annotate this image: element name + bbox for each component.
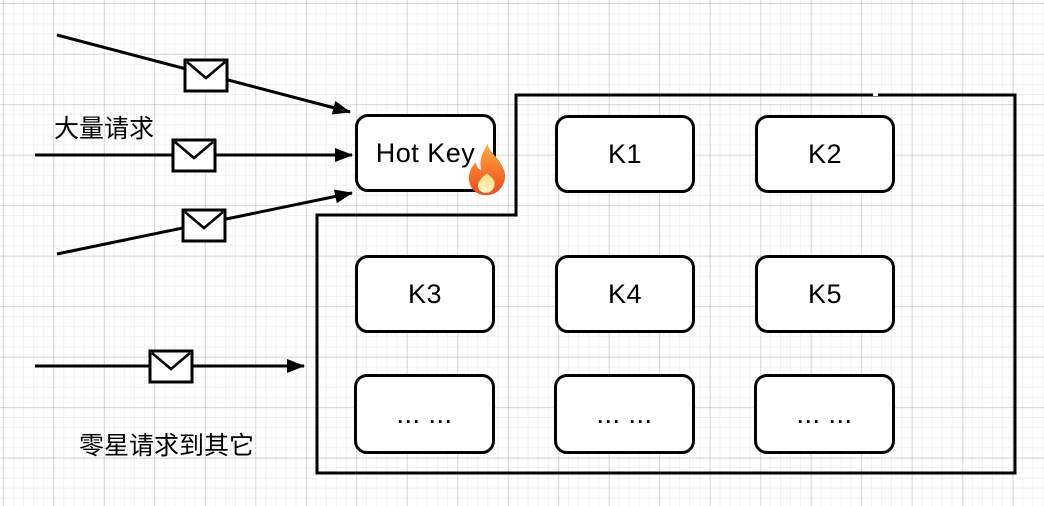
node-more-keys-label: ... ...: [796, 398, 853, 429]
envelope-icon: [181, 208, 227, 243]
node-k5-label: K5: [807, 278, 843, 309]
node-k3-label: K3: [407, 278, 443, 309]
label-mass-requests: 大量请求: [54, 115, 155, 143]
node-more-keys: ... ...: [754, 374, 895, 454]
node-more-keys: ... ...: [354, 374, 495, 454]
envelope-icon: [183, 58, 229, 93]
key-cluster-boundary: [315, 93, 1017, 475]
node-k5: K5: [755, 255, 895, 333]
node-k1: K1: [555, 115, 695, 193]
node-hot-key-label: Hot Key: [375, 137, 476, 168]
boundary-segment-gap: [873, 92, 878, 96]
node-k4: K4: [555, 255, 695, 333]
node-k1-label: K1: [607, 138, 643, 169]
node-k3: K3: [355, 255, 495, 333]
node-more-keys-label: ... ...: [396, 398, 453, 429]
envelope-icon: [148, 349, 194, 384]
node-k2-label: K2: [807, 138, 843, 169]
node-k2: K2: [755, 115, 895, 193]
node-more-keys: ... ...: [554, 374, 695, 454]
node-k4-label: K4: [607, 278, 643, 309]
label-sporadic-requests: 零星请求到其它: [79, 432, 255, 460]
fire-icon: [468, 143, 506, 196]
node-more-keys-label: ... ...: [596, 398, 653, 429]
envelope-icon: [171, 138, 217, 173]
